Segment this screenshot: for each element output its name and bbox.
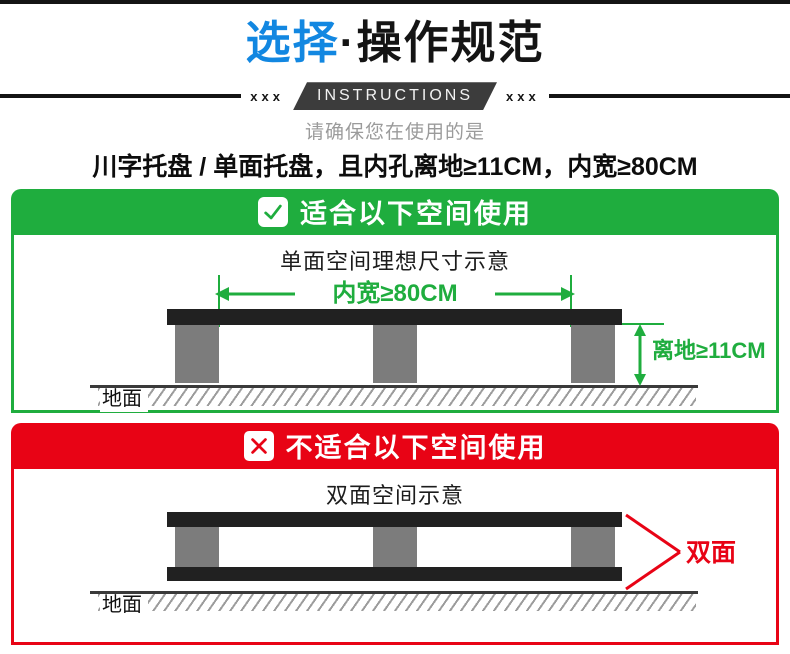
- pallet-leg-right: [571, 324, 615, 383]
- ground-label: 地面: [100, 593, 148, 618]
- unsuitable-header: 不适合以下空间使用: [11, 422, 779, 469]
- ground-label: 地面: [100, 387, 148, 412]
- instructions-divider: xxx INSTRUCTIONS xxx: [0, 83, 790, 110]
- pallet-leg-left: [175, 324, 219, 383]
- width-dimension-label: 内宽≥80CM: [295, 279, 495, 308]
- dim-extension-left: [218, 274, 220, 327]
- suitable-diagram: 单面空间理想尺寸示意 内宽≥80CM 地面: [11, 234, 779, 413]
- unsuitable-header-label: 不适合以下空间使用: [285, 433, 547, 464]
- pallet-leg-middle: [373, 324, 417, 383]
- divider-x-left: xxx: [250, 88, 284, 104]
- subtitle-text: 请确保您在使用的是: [304, 121, 485, 143]
- height-dimension-arrow: [634, 323, 646, 386]
- check-icon: [258, 196, 288, 227]
- dim-extension-right: [570, 274, 572, 327]
- cross-mark: [250, 437, 267, 454]
- suitable-panel: 适合以下空间使用 单面空间理想尺寸示意 内宽≥80CM 地面: [11, 188, 779, 413]
- dim-extension-top: [622, 322, 664, 325]
- pallet-leg-middle: [373, 526, 417, 567]
- unsuitable-panel: 不适合以下空间使用 双面空间示意 地面 双面: [11, 422, 779, 645]
- suitable-header: 适合以下空间使用: [11, 188, 779, 235]
- pallet-top-deck: [167, 308, 622, 325]
- pallet-top-deck: [167, 511, 622, 527]
- divider-x-right: xxx: [506, 88, 540, 104]
- check-mark: [264, 204, 282, 220]
- double-face-callout-lines: [625, 513, 681, 590]
- instructions-ribbon: INSTRUCTIONS: [293, 82, 497, 110]
- top-divider-line: [0, 0, 790, 4]
- ground-hatch: [98, 387, 696, 406]
- unsuitable-diagram-title: 双面空间示意: [325, 482, 464, 508]
- unsuitable-diagram: 双面空间示意 地面 双面: [11, 468, 779, 645]
- suitable-diagram-title: 单面空间理想尺寸示意: [279, 248, 510, 274]
- double-face-label: 双面: [686, 532, 737, 569]
- height-dimension-label: 离地≥11CM: [652, 337, 766, 364]
- ribbon-label: INSTRUCTIONS: [317, 87, 473, 105]
- title-rest: ·操作规范: [339, 17, 545, 68]
- divider-line-right: [548, 94, 790, 99]
- divider-line-left: [0, 94, 242, 99]
- pallet-bottom-deck: [167, 566, 622, 581]
- ground-line: [90, 384, 698, 388]
- requirement-text: 川字托盘 / 单面托盘，且内孔离地≥11CM，内宽≥80CM: [92, 152, 698, 181]
- pallet-leg-right: [571, 526, 615, 567]
- cross-icon: [243, 430, 274, 461]
- suitable-header-label: 适合以下空间使用: [300, 199, 532, 230]
- title-highlight: 选择: [245, 17, 340, 68]
- ground-line: [90, 590, 698, 594]
- ground-hatch: [98, 593, 696, 611]
- page-title: 选择·操作规范: [0, 17, 790, 69]
- pallet-leg-left: [175, 526, 219, 567]
